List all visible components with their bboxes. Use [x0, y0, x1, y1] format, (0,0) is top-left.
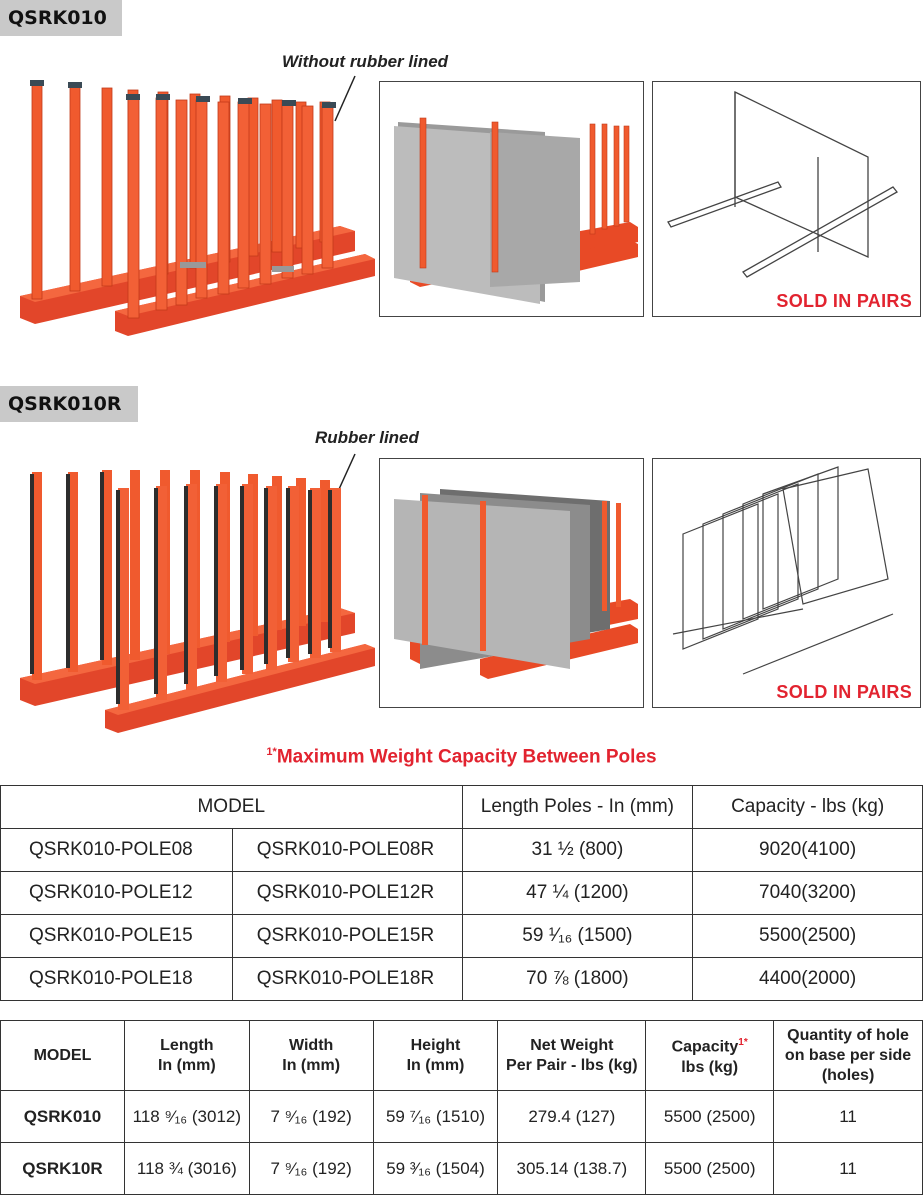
pole-model: QSRK010-POLE18 — [0, 957, 233, 1001]
poles-header-capacity: Capacity - lbs (kg) — [692, 785, 923, 829]
capacity-note: 1*Maximum Weight Capacity Between Poles — [0, 746, 923, 768]
spec-capacity: 5500 (2500) — [645, 1142, 775, 1195]
spec-length: 118 ¾ (3016) — [123, 1142, 250, 1195]
slab-rack-image-rubber — [394, 489, 638, 679]
spec-height: 59 ⁷⁄₁₆ (1510) — [372, 1090, 499, 1143]
panel-slabs-qsrk010r — [379, 458, 644, 708]
spec-header-capacity: Capacity1*lbs (kg) — [645, 1020, 775, 1091]
spec-header-model: MODEL — [0, 1020, 125, 1091]
spec-width: 7 ⁹⁄₁₆ (192) — [248, 1090, 374, 1143]
rack-image-qsrk010 — [20, 75, 375, 336]
sold-in-pairs-label: SOLD IN PAIRS — [776, 291, 912, 311]
table-row: QSRK010-POLE15 QSRK010-POLE15R 59 ¹⁄₁₆ (… — [0, 914, 923, 958]
spec-model: QSRK010 — [0, 1090, 125, 1143]
pole-model-r: QSRK010-POLE12R — [231, 871, 463, 915]
spec-holes: 11 — [773, 1090, 923, 1143]
callout-without-rubber: Without rubber lined — [282, 52, 449, 71]
pole-model: QSRK010-POLE08 — [0, 828, 233, 872]
table-row: QSRK010-POLE12 QSRK010-POLE12R 47 ¼ (120… — [0, 871, 923, 915]
pole-length: 47 ¼ (1200) — [461, 871, 694, 915]
poles-header-model: MODEL — [0, 785, 463, 829]
sold-in-pairs-label-rubber: SOLD IN PAIRS — [776, 682, 912, 702]
pole-length: 59 ¹⁄₁₆ (1500) — [461, 914, 694, 958]
poles-table: MODEL Length Poles - In (mm) Capacity - … — [0, 785, 923, 1001]
table-row: QSRK010 118 ⁹⁄₁₆ (3012) 7 ⁹⁄₁₆ (192) 59 … — [0, 1090, 923, 1143]
table-row: QSRK010-POLE18 QSRK010-POLE18R 70 ⅞ (180… — [0, 957, 923, 1001]
pole-capacity: 7040(3200) — [692, 871, 923, 915]
pole-length: 70 ⅞ (1800) — [461, 957, 694, 1001]
rack-image-qsrk010r — [20, 453, 375, 733]
pole-model-r: QSRK010-POLE18R — [231, 957, 463, 1001]
line-drawing-pairs — [667, 90, 898, 278]
pole-capacity: 5500(2500) — [692, 914, 923, 958]
pole-model: QSRK010-POLE15 — [0, 914, 233, 958]
line-drawing-pairs-rubber — [672, 466, 894, 675]
table-row: QSRK10R 118 ¾ (3016) 7 ⁹⁄₁₆ (192) 59 ³⁄₁… — [0, 1142, 923, 1195]
slab-rack-image — [394, 117, 638, 304]
spec-weight: 279.4 (127) — [497, 1090, 647, 1143]
pole-capacity: 9020(4100) — [692, 828, 923, 872]
spec-weight: 305.14 (138.7) — [497, 1142, 647, 1195]
spec-model: QSRK10R — [0, 1142, 125, 1195]
model-tag-qsrk010r: QSRK010R — [0, 386, 138, 422]
spec-holes: 11 — [773, 1142, 923, 1195]
capacity-note-marker: 1* — [266, 746, 277, 758]
pole-length: 31 ½ (800) — [461, 828, 694, 872]
panel-diagram-qsrk010: SOLD IN PAIRS — [652, 81, 921, 317]
panel-slabs-qsrk010 — [379, 81, 644, 317]
spec-capacity: 5500 (2500) — [645, 1090, 775, 1143]
table-row: QSRK010-POLE08 QSRK010-POLE08R 31 ½ (800… — [0, 828, 923, 872]
pole-capacity: 4400(2000) — [692, 957, 923, 1001]
callout-rubber-lined: Rubber lined — [315, 428, 419, 447]
spec-height: 59 ³⁄₁₆ (1504) — [372, 1142, 499, 1195]
capacity-note-text: Maximum Weight Capacity Between Poles — [276, 746, 657, 768]
panel-diagram-qsrk010r: SOLD IN PAIRS — [652, 458, 921, 708]
pole-model: QSRK010-POLE12 — [0, 871, 233, 915]
poles-header-length: Length Poles - In (mm) — [461, 785, 694, 829]
pole-model-r: QSRK010-POLE08R — [231, 828, 463, 872]
pole-model-r: QSRK010-POLE15R — [231, 914, 463, 958]
spec-width: 7 ⁹⁄₁₆ (192) — [248, 1142, 374, 1195]
spec-length: 118 ⁹⁄₁₆ (3012) — [123, 1090, 250, 1143]
poles-table-header: MODEL Length Poles - In (mm) Capacity - … — [0, 785, 923, 829]
model-tag-qsrk010: QSRK010 — [0, 0, 122, 36]
